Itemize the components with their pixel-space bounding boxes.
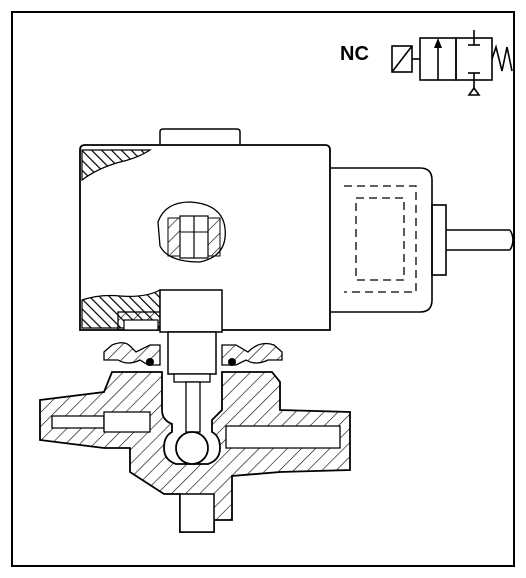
valve-ball — [175, 431, 209, 465]
connector-housing — [330, 167, 447, 313]
valve-type-label: NC — [340, 43, 369, 65]
outer-frame — [11, 11, 515, 567]
cable — [446, 229, 514, 251]
valve-symbol — [391, 30, 513, 96]
spring-symbol — [491, 44, 513, 72]
solenoid-coil — [79, 128, 331, 331]
valve-body — [39, 371, 351, 533]
